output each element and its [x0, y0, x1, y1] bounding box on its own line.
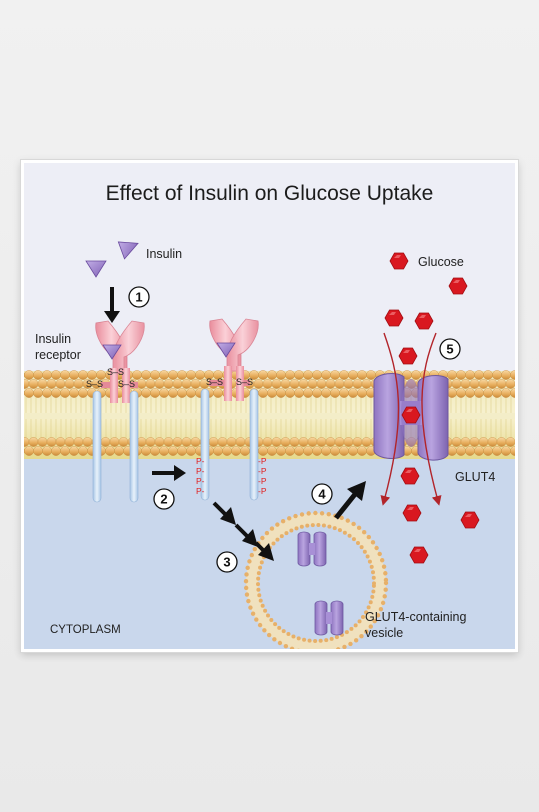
- phosphate-label: -P: [258, 456, 267, 466]
- phosphate-label: P-: [196, 456, 205, 466]
- diagram-panel: 1 2 3 4 5 S–S S–S S–S S–S S–S P- -P P- -P P- -P P- -P Ef…: [24, 163, 515, 649]
- disulfide-label: S–S: [236, 377, 253, 387]
- disulfide-label: S–S: [107, 367, 124, 377]
- figure-frame: 1 2 3 4 5 S–S S–S S–S S–S S–S P- -P P- -P P- -P P- -P Ef…: [21, 160, 518, 652]
- vesicle-label-line1: GLUT4-containing: [365, 610, 467, 624]
- phosphate-label: P-: [196, 466, 205, 476]
- insulin-receptor-label-line2: receptor: [35, 348, 81, 362]
- step-number: 4: [318, 487, 326, 502]
- glucose-label: Glucose: [418, 255, 464, 269]
- step-marker-5: 5: [439, 338, 461, 360]
- phosphate-groups: P- -P P- -P P- -P P- -P: [196, 456, 267, 496]
- disulfide-bonds: S–S S–S S–S S–S S–S: [86, 367, 253, 389]
- step-number: 5: [446, 342, 453, 357]
- phosphate-label: -P: [258, 466, 267, 476]
- step-marker-1: 1: [128, 286, 150, 308]
- figure-title: Effect of Insulin on Glucose Uptake: [105, 182, 434, 205]
- glucose-transport-arrows: [380, 332, 442, 506]
- insulin-receptor-bound: [92, 320, 145, 503]
- step-number: 2: [160, 492, 167, 507]
- disulfide-label: S–S: [206, 377, 223, 387]
- insulin-receptor-activated: [200, 318, 259, 501]
- step-number: 1: [135, 290, 142, 305]
- insulin-label: Insulin: [146, 247, 183, 261]
- glut4-vesicle: [243, 510, 389, 649]
- disulfide-label: S–S: [86, 379, 103, 389]
- phosphate-label: P-: [196, 476, 205, 486]
- diagram-svg: 1 2 3 4 5 S–S S–S S–S S–S S–S P- -P P- -P P- -P P- -P: [24, 241, 515, 649]
- step-marker-3: 3: [216, 551, 238, 573]
- glut4-label: GLUT4: [455, 470, 496, 484]
- vesicle-label-line2: vesicle: [365, 626, 404, 640]
- disulfide-label: S–S: [118, 379, 135, 389]
- step-number: 3: [223, 555, 230, 570]
- glut4-transporter: [373, 373, 449, 461]
- insulin-molecule-1: [85, 260, 107, 278]
- step-markers: 1 2 3 4 5: [128, 286, 461, 573]
- insulin-receptor-label-line1: Insulin: [35, 332, 72, 346]
- insulin-molecule-2: [117, 241, 139, 260]
- step-marker-4: 4: [311, 483, 333, 505]
- phosphate-label: -P: [258, 486, 267, 496]
- phosphate-label: -P: [258, 476, 267, 486]
- phosphate-label: P-: [196, 486, 205, 496]
- process-arrows: [104, 287, 366, 561]
- cytoplasm-label: CYTOPLASM: [50, 624, 121, 636]
- step-marker-2: 2: [153, 488, 175, 510]
- glucose-molecules: [384, 252, 480, 564]
